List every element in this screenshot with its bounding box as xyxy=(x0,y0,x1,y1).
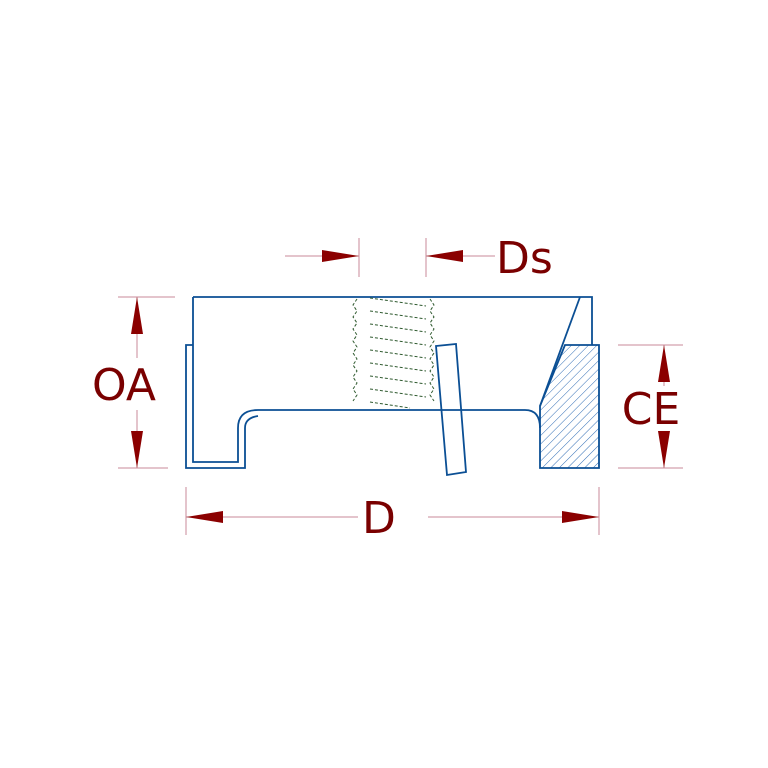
thread-lines xyxy=(369,297,427,409)
d-label: D xyxy=(362,493,396,544)
part-outline xyxy=(185,296,600,477)
left-jaw-outline xyxy=(185,344,259,469)
oa-label: OA xyxy=(92,360,156,411)
thread-right-edge xyxy=(429,298,435,402)
oa-arrow-top xyxy=(131,297,143,334)
ds-arrow-right xyxy=(426,250,463,262)
dimension-ce: CE xyxy=(618,344,683,469)
d-arrow-left xyxy=(186,511,223,523)
dimension-ds: Ds xyxy=(285,233,553,284)
oa-arrow-bottom xyxy=(131,431,143,468)
ce-label: CE xyxy=(622,384,681,435)
ds-arrow-left xyxy=(322,250,359,262)
d-arrow-right xyxy=(562,511,599,523)
dimension-oa: OA xyxy=(92,296,175,469)
screw-body xyxy=(435,343,467,477)
main-body-outline xyxy=(192,296,593,463)
ds-label: Ds xyxy=(496,233,553,284)
thread-left-edge xyxy=(352,298,358,402)
ce-arrow-top xyxy=(658,345,670,382)
sloped-face xyxy=(539,296,581,407)
right-jaw-hatched xyxy=(539,344,600,469)
thread-region xyxy=(352,297,435,409)
dimension-d: D xyxy=(185,487,600,544)
ce-arrow-bottom xyxy=(658,431,670,468)
